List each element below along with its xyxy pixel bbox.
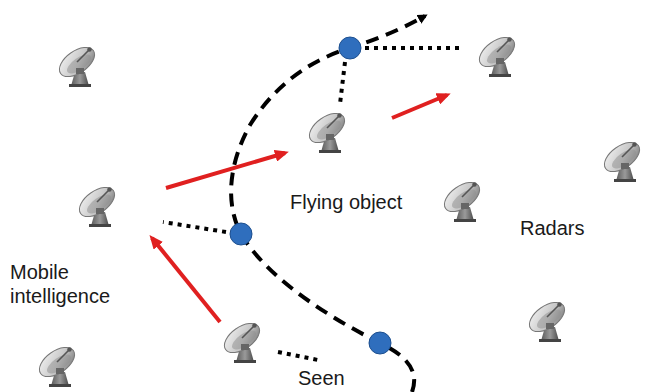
text-label: Flying object xyxy=(290,190,420,214)
text-label: Mobile intelligence xyxy=(10,260,160,308)
handover-arrows xyxy=(152,95,447,322)
text-label: Radars xyxy=(520,216,640,240)
radar-dishes xyxy=(34,32,644,387)
text-label: Seen xyxy=(298,366,378,390)
flight-path xyxy=(231,16,425,392)
sight-lines xyxy=(163,48,462,360)
